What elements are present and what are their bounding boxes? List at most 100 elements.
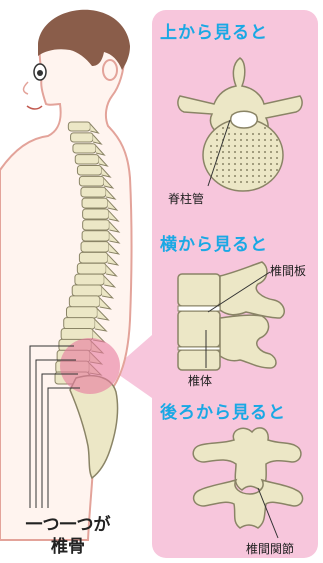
bone-texture-dot	[222, 127, 224, 129]
spine-vertebra	[83, 209, 109, 219]
bone-texture-dot	[216, 145, 218, 147]
body-silhouette	[0, 17, 132, 540]
bone-texture-dot	[252, 175, 254, 177]
bone-texture-dot	[210, 145, 212, 147]
spine-vertebra	[71, 133, 94, 142]
spine-vertebra	[81, 242, 109, 252]
top-view-heading: 上から見ると	[160, 18, 268, 43]
bone-texture-dot	[228, 139, 230, 141]
bone-texture-dot	[246, 175, 248, 177]
bone-texture-dot	[246, 157, 248, 159]
bone-texture-dot	[234, 145, 236, 147]
bone-texture-dot	[252, 163, 254, 165]
caption-line-1: 一つ一つが	[8, 514, 128, 536]
bone-texture-dot	[270, 151, 272, 153]
bone-texture-dot	[228, 169, 230, 171]
bone-texture-dot	[240, 133, 242, 135]
bone-texture-dot	[276, 157, 278, 159]
bone-texture-dot	[234, 157, 236, 159]
spine-vertebra	[81, 187, 106, 197]
bone-texture-dot	[252, 169, 254, 171]
bone-texture-dot	[264, 163, 266, 165]
mouth	[27, 106, 42, 109]
spine-vertebra	[82, 198, 108, 208]
bone-texture-dot	[270, 169, 272, 171]
bone-texture-dot	[258, 139, 260, 141]
spine-vertebra	[68, 122, 90, 131]
bone-texture-dot	[240, 163, 242, 165]
bone-texture-dot	[258, 145, 260, 147]
spine-vertebra	[79, 252, 107, 263]
bone-texture-dot	[246, 151, 248, 153]
bone-texture-dot	[234, 169, 236, 171]
bone-texture-dot	[252, 151, 254, 153]
bone-texture-dot	[264, 133, 266, 135]
bone-texture-dot	[264, 139, 266, 141]
bone-texture-dot	[276, 145, 278, 147]
bone-texture-dot	[222, 169, 224, 171]
bone-texture-dot	[258, 163, 260, 165]
bone-texture-dot	[258, 169, 260, 171]
bone-texture-dot	[222, 157, 224, 159]
bone-texture-dot	[234, 139, 236, 141]
bone-texture-dot	[270, 139, 272, 141]
bone-texture-dot	[264, 169, 266, 171]
bone-texture-dot	[246, 145, 248, 147]
spine-vertebra	[64, 318, 95, 329]
intervertebral-disc-side-2	[178, 347, 220, 350]
side-view-heading: 横から見ると	[160, 230, 268, 255]
vertebra-caption: 一つ一つが 椎骨	[8, 514, 128, 558]
bone-texture-dot	[264, 175, 266, 177]
back-view-heading: 後ろから見ると	[160, 398, 286, 423]
pupil	[37, 70, 43, 76]
bone-texture-dot	[246, 139, 248, 141]
ear	[103, 60, 117, 80]
bone-texture-dot	[240, 145, 242, 147]
bone-texture-dot	[252, 181, 254, 183]
bone-texture-dot	[234, 151, 236, 153]
bone-texture-dot	[246, 169, 248, 171]
bone-texture-dot	[210, 151, 212, 153]
bone-texture-dot	[258, 175, 260, 177]
intervertebral-disc-label: 椎間板	[270, 262, 306, 279]
bone-texture-dot	[216, 163, 218, 165]
bone-texture-dot	[276, 169, 278, 171]
spine-vertebra	[79, 176, 104, 186]
bone-texture-dot	[264, 145, 266, 147]
bone-texture-dot	[234, 181, 236, 183]
bone-texture-dot	[228, 127, 230, 129]
bone-texture-dot	[258, 151, 260, 153]
bone-texture-dot	[222, 163, 224, 165]
bone-texture-dot	[240, 139, 242, 141]
bone-texture-dot	[240, 157, 242, 159]
bone-texture-dot	[240, 181, 242, 183]
bone-texture-dot	[210, 163, 212, 165]
bone-texture-dot	[264, 181, 266, 183]
bone-texture-dot	[228, 145, 230, 147]
bone-texture-dot	[216, 151, 218, 153]
bone-texture-dot	[276, 151, 278, 153]
spine-vertebra	[66, 307, 97, 318]
bone-texture-dot	[240, 175, 242, 177]
spine-vertebra	[77, 165, 101, 175]
facet-joint-label: 椎間関節	[246, 540, 294, 557]
spine-vertebra	[83, 220, 110, 230]
bone-texture-dot	[222, 151, 224, 153]
bone-texture-dot	[222, 175, 224, 177]
bone-texture-dot	[246, 163, 248, 165]
bone-texture-dot	[270, 163, 272, 165]
spine-vertebra	[73, 144, 96, 153]
caption-line-2: 椎骨	[8, 536, 128, 558]
spine-vertebra	[82, 231, 109, 241]
bone-texture-dot	[228, 163, 230, 165]
bone-texture-dot	[270, 145, 272, 147]
bone-texture-dot	[264, 127, 266, 129]
bone-texture-dot	[240, 169, 242, 171]
spine-vertebra	[69, 296, 99, 307]
bone-texture-dot	[270, 157, 272, 159]
bone-texture-dot	[222, 181, 224, 183]
bone-texture-dot	[216, 133, 218, 135]
bone-texture-dot	[222, 133, 224, 135]
bone-texture-dot	[234, 163, 236, 165]
bone-texture-dot	[216, 139, 218, 141]
